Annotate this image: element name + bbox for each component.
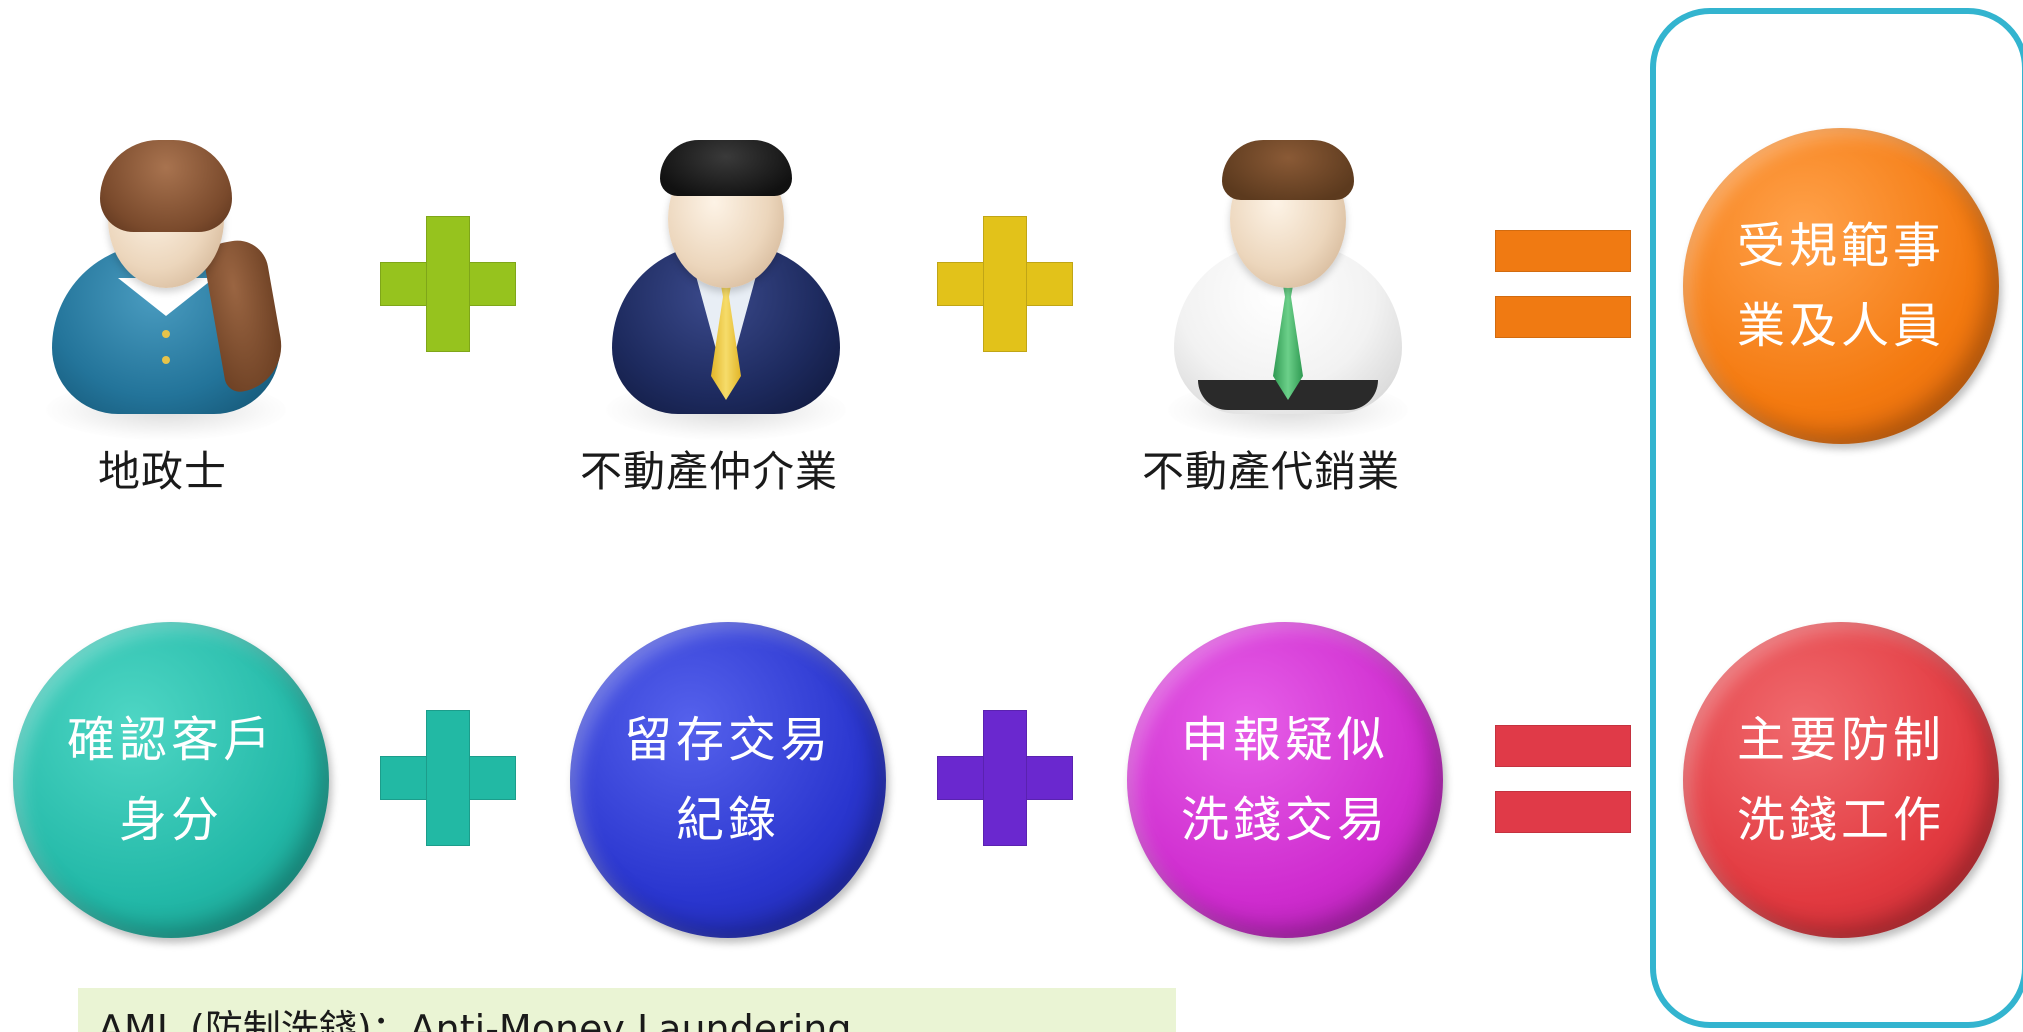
circle-record-line2: 紀錄 [675, 792, 780, 848]
plus-sign-bottom-1 [380, 710, 516, 846]
plus-sign-top-2 [937, 216, 1073, 352]
sales-agent-icon [1158, 130, 1418, 440]
circle-identify-line2: 身分 [118, 792, 223, 848]
female-land-agent-icon [36, 130, 296, 440]
equals-sign-bottom [1495, 725, 1631, 835]
label-land-agent: 地政士 [98, 447, 228, 496]
circle-main-line1: 主要防制 [1736, 712, 1945, 768]
plus-sign-top-1 [380, 216, 516, 352]
circle-identify-line1: 確認客戶 [66, 712, 275, 768]
circle-report-line2: 洗錢交易 [1180, 792, 1389, 848]
circle-report-suspicious: 申報疑似 洗錢交易 [1127, 622, 1443, 938]
aml-definition-note: AML (防制洗錢)：Anti-Money Laundering [78, 988, 1176, 1032]
broker-businessman-icon [596, 130, 856, 440]
equals-sign-top [1495, 230, 1631, 340]
circle-report-line1: 申報疑似 [1180, 712, 1389, 768]
label-real-estate-broker: 不動產仲介業 [580, 447, 839, 496]
label-real-estate-sales: 不動產代銷業 [1142, 447, 1401, 496]
circle-main-line2: 洗錢工作 [1736, 792, 1945, 848]
circle-regulated-line2: 業及人員 [1736, 298, 1945, 354]
circle-record-line1: 留存交易 [623, 712, 832, 768]
circle-identify-customer: 確認客戶 身分 [13, 622, 329, 938]
circle-regulated-line1: 受規範事 [1736, 218, 1945, 274]
circle-main-aml-work: 主要防制 洗錢工作 [1683, 622, 1999, 938]
circle-regulated-entities: 受規範事 業及人員 [1683, 128, 1999, 444]
plus-sign-bottom-2 [937, 710, 1073, 846]
circle-retain-records: 留存交易 紀錄 [570, 622, 886, 938]
